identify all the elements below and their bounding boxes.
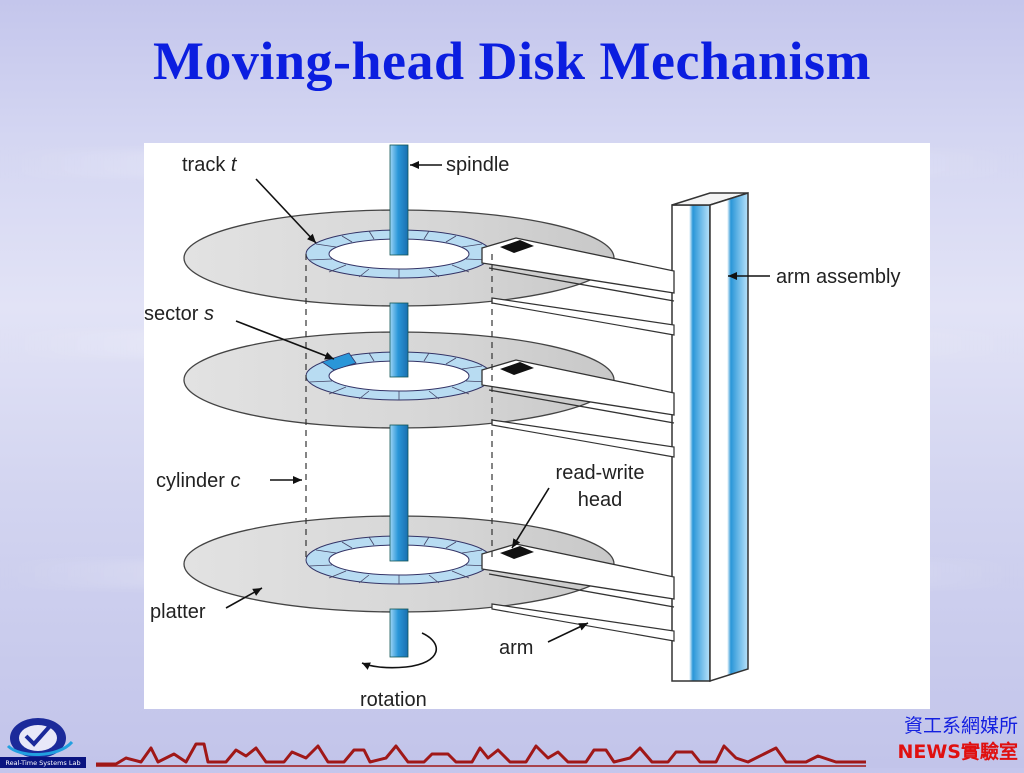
org-lab: NEWS實驗室: [897, 741, 1018, 763]
rotation-arrow-icon: [361, 632, 438, 670]
label-cylinder: cylinder c: [156, 470, 240, 492]
label-read-write-line2: head: [578, 489, 623, 511]
org-block: 資工系網媒所 NEWS實驗室: [897, 713, 1018, 765]
label-rotation: rotation: [360, 689, 427, 709]
pointer-track: [255, 178, 317, 244]
label-arm: arm: [499, 637, 533, 659]
logo-caption: Real-Time Systems Lab: [5, 759, 80, 767]
label-spindle: spindle: [446, 154, 509, 176]
skyline-decoration: [96, 728, 866, 773]
org-department: 資工系網媒所: [903, 715, 1018, 737]
label-platter: platter: [150, 601, 206, 623]
platter-middle: [183, 331, 675, 429]
pointer-read-write-head: [511, 487, 550, 549]
slide-title: Moving-head Disk Mechanism: [152, 31, 872, 91]
spindle-shaft: [389, 144, 409, 658]
label-read-write-line1: read-write: [556, 462, 645, 484]
label-arm-assembly: arm assembly: [776, 266, 900, 288]
label-sector: sector s: [144, 303, 214, 325]
disk-diagram: track t spindle arm assembly sector s cy…: [144, 143, 930, 709]
arm-assembly-column: [671, 191, 749, 683]
lab-logo: Real-Time Systems Lab: [0, 712, 90, 773]
pointer-arm: [547, 622, 589, 643]
pointer-sector: [235, 320, 335, 360]
cylinder-outline: [305, 254, 493, 560]
pointer-platter: [225, 587, 263, 609]
label-track: track t: [182, 154, 238, 176]
platter-bottom: [183, 515, 675, 613]
platter-top: [183, 209, 675, 307]
